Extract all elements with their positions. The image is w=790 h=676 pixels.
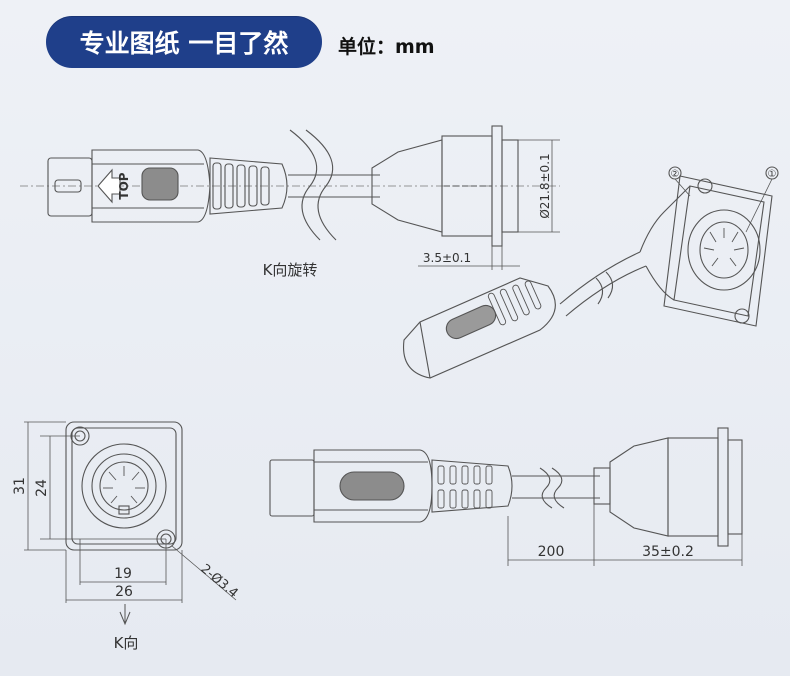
offset-dimension: 3.5±0.1 xyxy=(423,251,471,265)
top-view: TOP Ø21.8±0.1 3.5±0.1 K向旋转 xyxy=(20,125,560,279)
cable-length-dimension: 200 xyxy=(538,544,565,560)
rotation-caption: K向旋转 xyxy=(263,261,318,279)
k-direction-caption: K向 xyxy=(114,634,139,652)
callout-1: ① xyxy=(768,169,777,180)
front-height-outer: 31 xyxy=(12,477,28,495)
diameter-dimension: Ø21.8±0.1 xyxy=(538,153,552,218)
side-view: 200 35±0.2 xyxy=(269,427,743,566)
header-title-badge: 专业图纸 一目了然 xyxy=(46,16,322,68)
front-height-inner: 24 xyxy=(34,479,50,497)
unit-label: 单位：mm xyxy=(338,36,435,58)
front-view: 31 24 19 26 2-Ø3.4 K向 xyxy=(12,421,241,652)
flange-dimension: 35±0.2 xyxy=(642,544,694,560)
front-width-outer: 26 xyxy=(115,584,133,600)
top-arrow-label: TOP xyxy=(117,172,131,199)
front-width-inner: 19 xyxy=(114,566,132,582)
holes-dimension: 2-Ø3.4 xyxy=(197,562,240,602)
iso-view: ② ① xyxy=(402,166,779,379)
callout-2: ② xyxy=(671,169,680,180)
